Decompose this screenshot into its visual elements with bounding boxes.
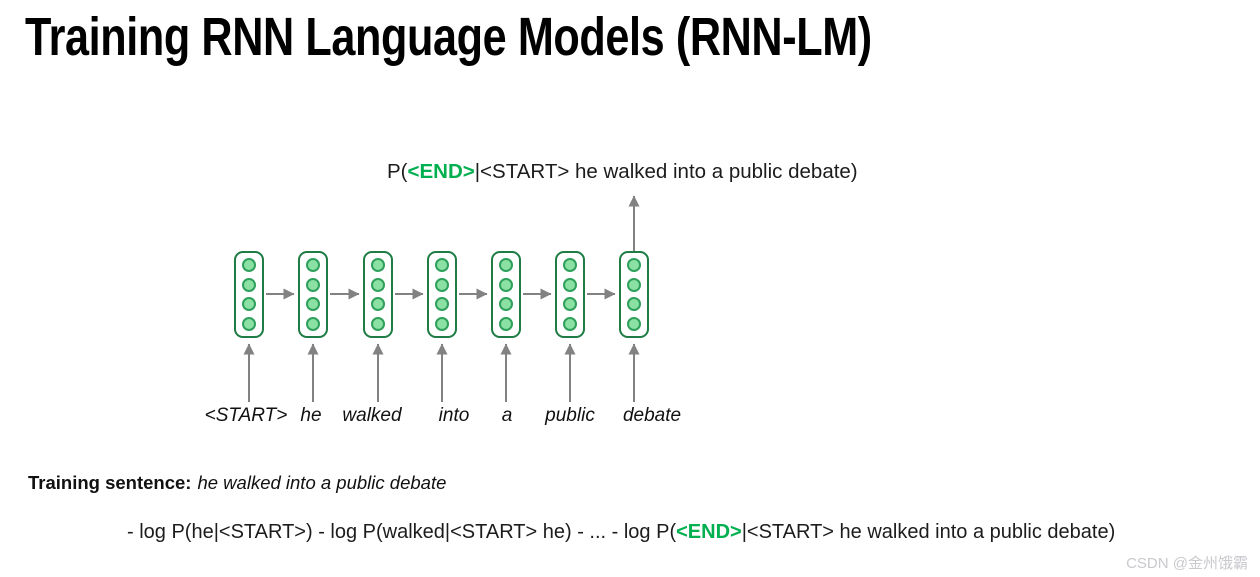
hidden-unit-circle xyxy=(371,297,385,312)
loss-formula: - log P(he|<START>) - log P(walked|<STAR… xyxy=(127,521,1115,544)
hidden-unit-circle xyxy=(306,277,320,292)
hidden-unit-circle xyxy=(627,258,641,273)
input-word-label: he xyxy=(300,405,322,426)
hidden-unit-circle xyxy=(499,297,513,312)
hidden-unit-circle xyxy=(371,277,385,292)
training-sentence-text: he walked into a public debate xyxy=(197,472,447,493)
end-token: <END> xyxy=(407,160,475,183)
watermark: CSDN @金州饿霸 xyxy=(1126,555,1248,572)
rnn-cell xyxy=(555,251,585,338)
hidden-unit-circle xyxy=(371,316,385,331)
hidden-unit-circle xyxy=(563,258,577,273)
probability-suffix: |<START> he walked into a public debate) xyxy=(474,160,858,183)
rnn-cell xyxy=(619,251,649,338)
hidden-unit-circle xyxy=(306,316,320,331)
input-word-label: public xyxy=(545,405,595,426)
loss-end-token: <END> xyxy=(676,521,742,543)
rnn-cell xyxy=(491,251,521,338)
hidden-unit-circle xyxy=(306,297,320,312)
hidden-unit-circle xyxy=(627,316,641,331)
hidden-unit-circle xyxy=(563,297,577,312)
probability-caption: P(<END>|<START> he walked into a public … xyxy=(387,160,858,184)
input-arrows xyxy=(243,343,640,402)
hidden-unit-circle xyxy=(242,297,256,312)
hidden-unit-circle xyxy=(242,277,256,292)
training-sentence-line: Training sentence:he walked into a publi… xyxy=(28,472,446,494)
slide-title: Training RNN Language Models (RNN-LM) xyxy=(25,7,872,67)
hidden-unit-circle xyxy=(627,277,641,292)
hidden-unit-circle xyxy=(435,277,449,292)
input-word-label: a xyxy=(501,405,513,426)
input-word-label: into xyxy=(438,405,470,426)
hidden-unit-circle xyxy=(435,316,449,331)
rnn-cell xyxy=(427,251,457,338)
hidden-unit-circle xyxy=(627,297,641,312)
hidden-unit-circle xyxy=(371,258,385,273)
input-word-label: walked xyxy=(342,405,402,426)
loss-prefix: - log P(he|<START>) - log P(walked|<STAR… xyxy=(127,521,677,543)
hidden-unit-circle xyxy=(499,316,513,331)
loss-suffix: |<START> he walked into a public debate) xyxy=(741,521,1116,543)
hidden-unit-circle xyxy=(563,277,577,292)
hidden-unit-circle xyxy=(499,258,513,273)
probability-prefix: P( xyxy=(387,160,408,183)
rnn-cell xyxy=(234,251,264,338)
hidden-unit-circle xyxy=(563,316,577,331)
rnn-cell xyxy=(363,251,393,338)
hidden-unit-circle xyxy=(435,258,449,273)
training-sentence-label: Training sentence: xyxy=(28,472,192,493)
rnn-cell xyxy=(298,251,328,338)
input-word-label: debate xyxy=(622,405,682,426)
hidden-unit-circle xyxy=(435,297,449,312)
hidden-unit-circle xyxy=(306,258,320,273)
hidden-unit-circle xyxy=(242,258,256,273)
input-word-label: <START> xyxy=(204,405,288,426)
hidden-unit-circle xyxy=(499,277,513,292)
hidden-unit-circle xyxy=(242,316,256,331)
